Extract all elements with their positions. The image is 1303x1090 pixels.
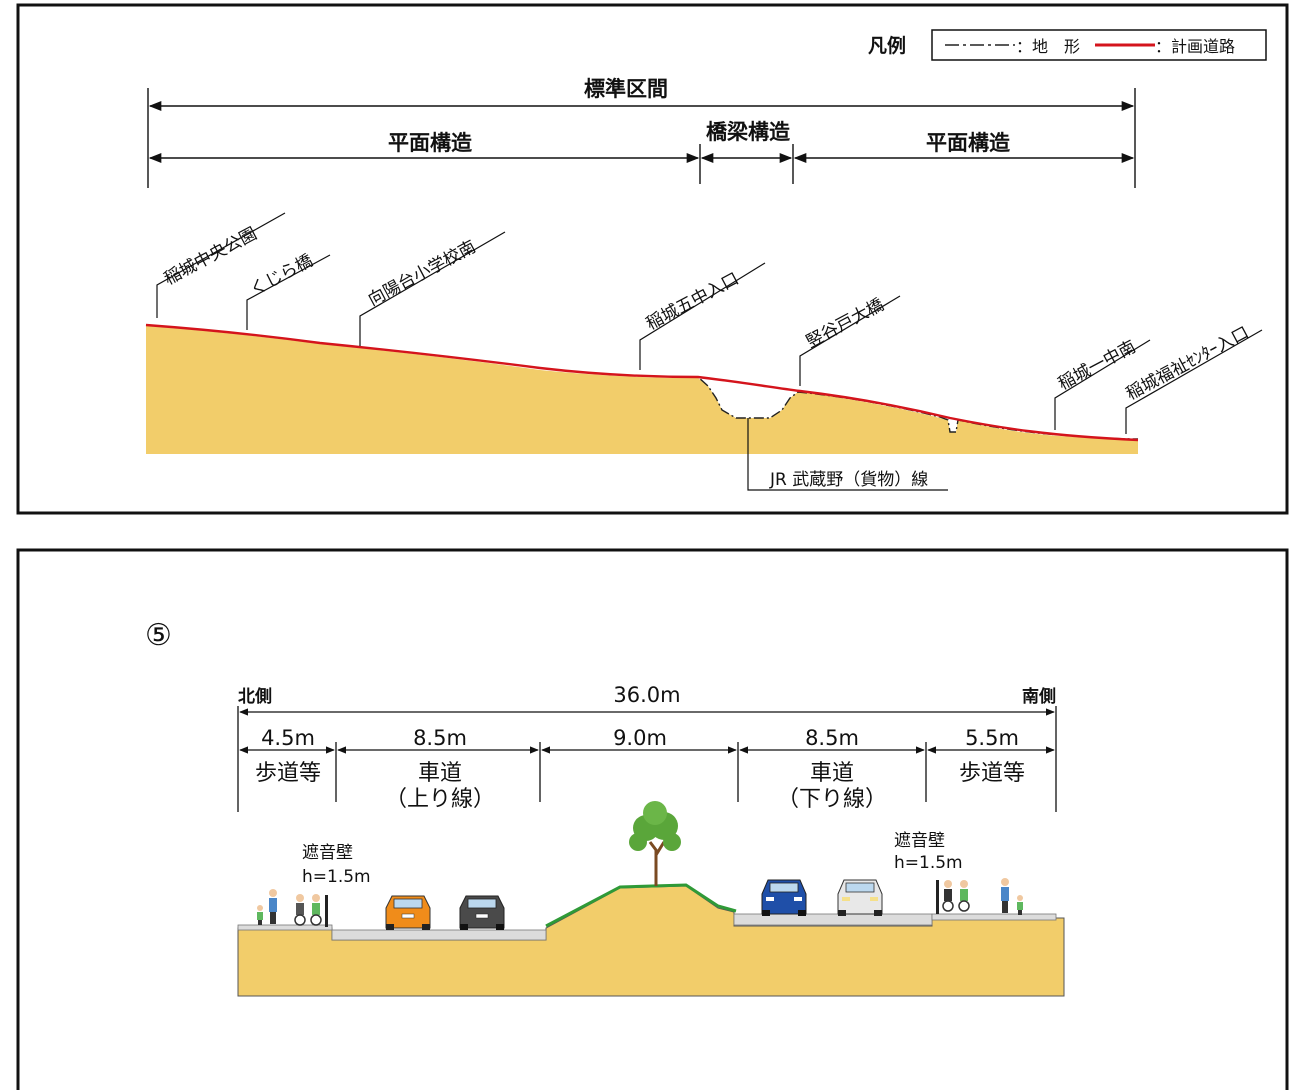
- landmark-leader: [1054, 339, 1151, 430]
- span-dimensions: 標準区間 平面構造 橋梁構造 平面構造: [147, 77, 1136, 188]
- legend-planned-road-label: ：計画道路: [1155, 37, 1235, 56]
- segment-label: 車道: [418, 761, 462, 786]
- landmark-leader: [156, 212, 286, 318]
- sidewalk-north: [237, 924, 333, 931]
- segment-width: 8.5m: [413, 726, 467, 750]
- landmark-leader: [1125, 329, 1263, 434]
- sidewalk-south: [931, 913, 1057, 921]
- car-icon: [385, 895, 431, 930]
- landmark-leader: [799, 295, 901, 386]
- landmark-leader: [246, 254, 331, 330]
- car-icon: [837, 879, 883, 916]
- noise-wall-south: [936, 880, 939, 914]
- cross-section-ground: [237, 885, 1065, 997]
- segment-sublabel: （下り線）: [777, 787, 887, 812]
- median-slope: [545, 883, 737, 928]
- wall-height-north: h=1.5m: [302, 867, 371, 887]
- legend-box: [931, 29, 1267, 61]
- span-bridge-label: 橋梁構造: [706, 120, 791, 144]
- planned-road-line: [145, 323, 1139, 442]
- car-icon: [761, 879, 807, 916]
- landmark-leader: [639, 262, 766, 370]
- width-dimensions: 北側 南側 36.0m 4.5m 8.5m 9.0m 8.5m 5.5m 歩道等: [237, 683, 1057, 812]
- segment-width: 9.0m: [613, 726, 667, 750]
- wall-label-south: 遮音壁: [894, 831, 945, 851]
- legend-terrain-label: ：地 形: [1016, 37, 1080, 56]
- total-width-label: 36.0m: [613, 683, 680, 707]
- rail-label: JR 武蔵野（貨物）線: [769, 470, 928, 490]
- road-up-slab: [331, 929, 547, 941]
- wall-label-north: 遮音壁: [302, 843, 353, 863]
- terrain-ground: [146, 326, 1138, 454]
- cross-section-panel-frame: [16, 548, 1289, 1090]
- profile-panel: 凡例 ：地 形 ：計画道路 標準区間 平面構造 橋梁構造 平面構造: [16, 3, 1289, 515]
- wall-height-south: h=1.5m: [894, 853, 963, 873]
- span-flat-1-label: 平面構造: [388, 131, 473, 155]
- section-marker: ⑤: [145, 618, 172, 653]
- segment-label: 歩道等: [959, 761, 1025, 786]
- segment-label: 車道: [810, 761, 854, 786]
- tree-icon: [629, 801, 681, 886]
- noise-wall-north: [325, 895, 328, 927]
- segment-width: 8.5m: [805, 726, 859, 750]
- legend: 凡例 ：地 形 ：計画道路: [868, 29, 1267, 61]
- pedestrians-north-icon: [257, 889, 322, 926]
- segment-width: 4.5m: [261, 726, 315, 750]
- span-total-label: 標準区間: [584, 77, 668, 101]
- south-label: 南側: [1022, 686, 1056, 707]
- segment-sublabel: （上り線）: [385, 787, 495, 812]
- rail-leader: [747, 418, 948, 491]
- segment-label: 歩道等: [255, 761, 321, 786]
- car-icon: [459, 895, 505, 930]
- pedestrians-south-icon: [942, 878, 1023, 915]
- landmark-leader: [359, 231, 506, 346]
- segment-width: 5.5m: [965, 726, 1019, 750]
- north-label: 北側: [238, 686, 272, 707]
- cross-section-panel: ⑤ 北側 南側 36.0m 4.5m 8.5m 9.0m 8.5m 5.5m: [16, 548, 1289, 1090]
- span-flat-2-label: 平面構造: [926, 131, 1011, 155]
- legend-title: 凡例: [868, 34, 906, 57]
